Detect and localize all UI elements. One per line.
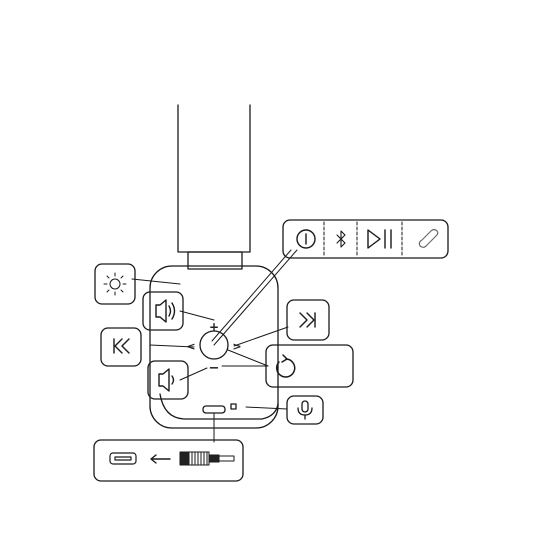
previous-callout <box>101 328 141 366</box>
reset-callout <box>266 345 353 387</box>
bluetooth-icon <box>337 231 345 247</box>
control-pad: + − < > <box>186 320 241 376</box>
right-label: > <box>232 340 241 353</box>
usb-port-slot <box>203 406 225 413</box>
minus-label: − <box>209 361 220 376</box>
usb-cable-icon <box>180 452 234 465</box>
light-callout <box>95 264 135 304</box>
ear-cup-outer <box>150 266 278 428</box>
status-led <box>231 404 236 409</box>
volume-up-callout <box>143 292 183 330</box>
arrow-left-icon <box>151 455 170 463</box>
skip-forward-icon <box>300 313 315 327</box>
microphone-callout <box>287 396 323 424</box>
volume-down-callout <box>148 361 188 399</box>
usb-port-callout <box>94 440 243 481</box>
next-callout <box>287 300 329 340</box>
power-icon <box>297 230 315 248</box>
usb-port-icon <box>110 453 136 464</box>
function-strip-callout <box>283 220 448 258</box>
phone-icon <box>419 230 437 248</box>
microphone-icon <box>298 401 312 419</box>
plus-label: + <box>209 320 219 334</box>
speaker-loud-icon <box>156 300 175 322</box>
skip-back-icon <box>114 339 129 353</box>
circular-arrow-icon <box>277 355 295 377</box>
sun-icon <box>104 273 126 295</box>
speaker-quiet-icon <box>159 369 174 391</box>
play-pause-icon <box>368 230 391 248</box>
leader-lines <box>132 250 297 442</box>
ear-cup <box>150 266 278 428</box>
headband <box>178 105 250 252</box>
